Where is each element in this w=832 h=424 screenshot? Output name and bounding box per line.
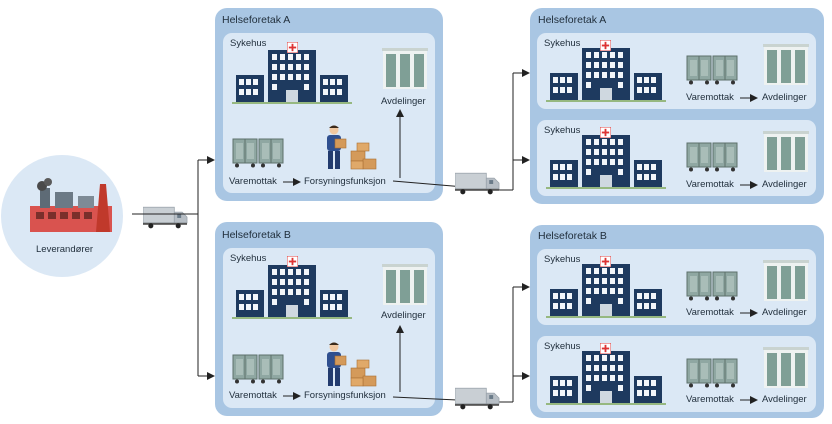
cabinet-icon xyxy=(382,264,428,305)
right-b-2 xyxy=(546,343,809,405)
cart-icon xyxy=(712,142,738,172)
cart-icon xyxy=(232,354,258,384)
supply-function-label: Forsyningsfunksjon xyxy=(304,390,386,401)
worker-icon xyxy=(326,342,377,387)
receiving-label: Varemottak xyxy=(229,390,277,401)
cart-icon xyxy=(712,271,738,301)
cabinet-icon xyxy=(763,347,809,388)
panel-title: Helseforetak B xyxy=(538,230,607,242)
receiving-label: Varemottak xyxy=(686,92,734,103)
hospital-label: Sykehus xyxy=(544,341,581,352)
wards-label: Avdelinger xyxy=(762,307,807,318)
red-cross-icon xyxy=(287,256,298,267)
factory-icon xyxy=(30,178,112,232)
panel-title: Helseforetak A xyxy=(222,14,291,26)
truck-icon xyxy=(455,172,500,195)
supply-function-label: Forsyningsfunksjon xyxy=(304,176,386,187)
receiving-label: Varemottak xyxy=(686,179,734,190)
cabinet-icon xyxy=(382,48,428,89)
red-cross-icon xyxy=(600,256,611,267)
hospital-building-icon xyxy=(232,264,352,319)
wards-label: Avdelinger xyxy=(762,92,807,103)
right-a-2 xyxy=(546,127,809,189)
cabinet-icon xyxy=(763,44,809,85)
hospital-label: Sykehus xyxy=(544,254,581,265)
red-cross-icon xyxy=(600,127,611,138)
hospital-label: Sykehus xyxy=(230,38,267,49)
cart-icon xyxy=(712,358,738,388)
wards-label: Avdelinger xyxy=(381,96,426,107)
cart-icon xyxy=(258,354,284,384)
hospital-label: Sykehus xyxy=(544,38,581,49)
right-a-1 xyxy=(546,40,809,102)
cart-icon xyxy=(686,142,712,172)
red-cross-icon xyxy=(600,343,611,354)
truck-icon xyxy=(455,387,500,410)
cabinet-icon xyxy=(763,260,809,301)
receiving-label: Varemottak xyxy=(229,176,277,187)
wards-label: Avdelinger xyxy=(762,394,807,405)
hospital-label: Sykehus xyxy=(544,125,581,136)
hospital-label: Sykehus xyxy=(230,253,267,264)
wards-label: Avdelinger xyxy=(762,179,807,190)
panel-title: Helseforetak B xyxy=(222,229,291,241)
cart-icon xyxy=(686,358,712,388)
cart-icon xyxy=(258,138,284,168)
panel-title: Helseforetak A xyxy=(538,14,607,26)
red-cross-icon xyxy=(287,42,298,53)
cabinet-icon xyxy=(763,131,809,172)
hospital-building-icon xyxy=(546,134,666,189)
red-cross-icon xyxy=(600,40,611,51)
hospital-building-icon xyxy=(546,263,666,318)
cart-icon xyxy=(686,271,712,301)
cart-icon xyxy=(712,55,738,85)
truck-icon xyxy=(143,206,188,229)
hospital-building-icon xyxy=(546,47,666,102)
receiving-label: Varemottak xyxy=(686,394,734,405)
cart-icon xyxy=(686,55,712,85)
supplier-node xyxy=(1,155,123,277)
wards-label: Avdelinger xyxy=(381,310,426,321)
right-b-1 xyxy=(546,256,809,318)
receiving-label: Varemottak xyxy=(686,307,734,318)
cart-icon xyxy=(232,138,258,168)
supplier-label: Leverandører xyxy=(36,244,94,255)
hospital-building-icon xyxy=(546,350,666,405)
worker-icon xyxy=(326,125,377,170)
hospital-building-icon xyxy=(232,49,352,104)
